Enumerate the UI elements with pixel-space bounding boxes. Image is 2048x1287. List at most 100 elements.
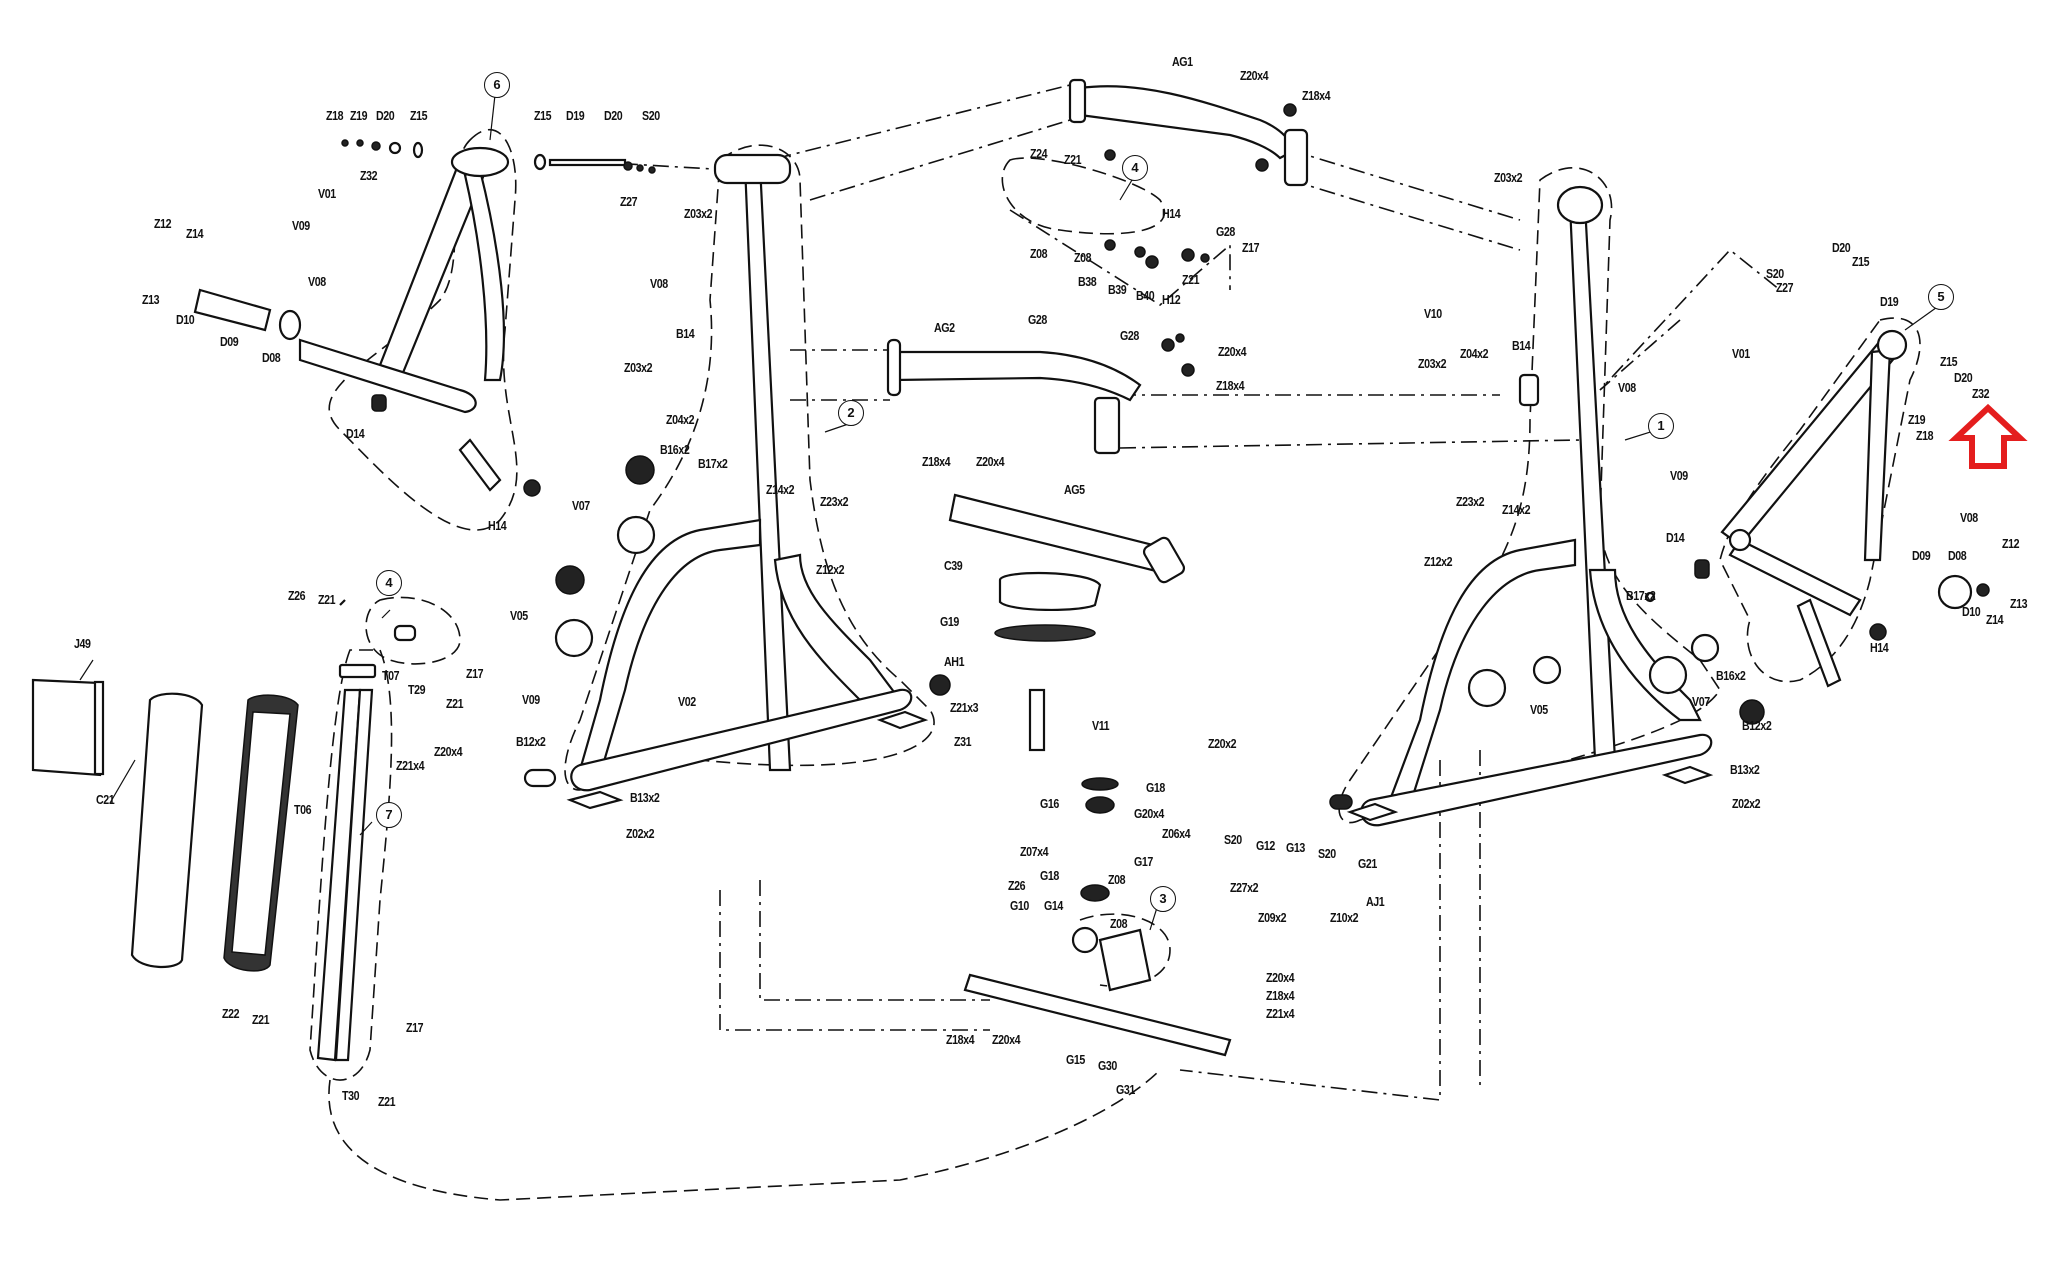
part-label-v10: V10: [1424, 306, 1442, 321]
callout-3: 3: [1150, 886, 1176, 912]
part-label-t30: T30: [342, 1088, 360, 1103]
part-label-z21: Z21: [446, 696, 464, 711]
part-label-b17x2: B17x2: [1626, 588, 1656, 603]
part-label-g31: G31: [1116, 1082, 1135, 1097]
part-label-t29: T29: [408, 682, 426, 697]
part-label-z03x2: Z03x2: [1494, 170, 1523, 185]
right-arm-assembly-5: [1694, 329, 1990, 688]
part-label-d08: D08: [262, 350, 281, 365]
part-label-z32: Z32: [1972, 386, 1990, 401]
part-label-s20: S20: [1766, 266, 1784, 281]
part-label-z08: Z08: [1108, 872, 1126, 887]
part-label-z23x2: Z23x2: [820, 494, 849, 509]
frame-2-left: [570, 153, 913, 792]
top-bar-ag1: [1068, 78, 1309, 187]
part-label-z20x4: Z20x4: [1240, 68, 1269, 83]
part-label-g15: G15: [1066, 1052, 1085, 1067]
part-label-z20x4: Z20x4: [434, 744, 463, 759]
part-label-v09: V09: [1670, 468, 1688, 483]
part-label-z08: Z08: [1030, 246, 1048, 261]
part-label-ag5: AG5: [1064, 482, 1085, 497]
part-label-g17: G17: [1134, 854, 1153, 869]
part-label-v08: V08: [1960, 510, 1978, 525]
part-label-z15: Z15: [1940, 354, 1958, 369]
part-label-v01: V01: [1732, 346, 1750, 361]
lower-bar-ag5: [948, 493, 1186, 584]
part-label-g28: G28: [1028, 312, 1047, 327]
part-label-z13: Z13: [2010, 596, 2028, 611]
part-label-z18x4: Z18x4: [1302, 88, 1331, 103]
part-label-b12x2: B12x2: [1742, 718, 1772, 733]
part-label-z19: Z19: [1908, 412, 1926, 427]
part-label-v07: V07: [572, 498, 590, 513]
part-label-ag2: AG2: [934, 320, 955, 335]
part-label-j49: J49: [74, 636, 91, 651]
part-label-d14: D14: [346, 426, 365, 441]
part-label-g28: G28: [1216, 224, 1235, 239]
middle-bar-ag2: [886, 338, 1142, 455]
part-label-z23x2: Z23x2: [1456, 494, 1485, 509]
part-label-z17: Z17: [466, 666, 484, 681]
part-label-z06x4: Z06x4: [1162, 826, 1191, 841]
part-label-b39: B39: [1108, 282, 1127, 297]
part-label-z14x2: Z14x2: [766, 482, 795, 497]
subassembly-boundaries: [309, 128, 1921, 1201]
part-label-d10: D10: [176, 312, 195, 327]
part-label-z15: Z15: [534, 108, 552, 123]
part-label-z03x2: Z03x2: [624, 360, 653, 375]
part-label-z24: Z24: [1030, 146, 1048, 161]
part-label-z10x2: Z10x2: [1330, 910, 1359, 925]
hardware-dots: [339, 103, 1765, 822]
label-leaders: [79, 94, 1941, 931]
part-label-g30: G30: [1098, 1058, 1117, 1073]
left-arm-assembly-6: [193, 146, 541, 497]
callout-2: 2: [838, 400, 864, 426]
part-label-z20x2: Z20x2: [1208, 736, 1237, 751]
part-label-b13x2: B13x2: [630, 790, 660, 805]
part-label-g19: G19: [940, 614, 959, 629]
part-label-d09: D09: [1912, 548, 1931, 563]
assembly-guide-lines: [559, 84, 1781, 1101]
part-label-z04x2: Z04x2: [1460, 346, 1489, 361]
part-label-z02x2: Z02x2: [1732, 796, 1761, 811]
part-label-z02x2: Z02x2: [626, 826, 655, 841]
part-label-ah1: AH1: [944, 654, 965, 669]
part-label-g18: G18: [1146, 780, 1165, 795]
part-label-v05: V05: [1530, 702, 1548, 717]
part-label-z21: Z21: [378, 1094, 396, 1109]
part-label-v09: V09: [292, 218, 310, 233]
part-label-d20: D20: [1954, 370, 1973, 385]
part-label-d09: D09: [220, 334, 239, 349]
part-label-v02: V02: [678, 694, 696, 709]
part-label-z20x4: Z20x4: [1266, 970, 1295, 985]
part-label-v07: V07: [1692, 694, 1710, 709]
part-label-z21: Z21: [1182, 272, 1200, 287]
callout-4: 4: [1122, 155, 1148, 181]
part-label-v01: V01: [318, 186, 336, 201]
part-label-d20: D20: [604, 108, 623, 123]
part-label-z15: Z15: [1852, 254, 1870, 269]
part-label-z07x4: Z07x4: [1020, 844, 1049, 859]
callout-5: 5: [1928, 284, 1954, 310]
part-label-z13: Z13: [142, 292, 160, 307]
part-label-g14: G14: [1044, 898, 1063, 913]
part-label-t06: T06: [294, 802, 312, 817]
part-label-s20: S20: [1224, 832, 1242, 847]
part-label-z27: Z27: [1776, 280, 1794, 295]
part-label-z14: Z14: [1986, 612, 2004, 627]
part-label-b17x2: B17x2: [698, 456, 728, 471]
part-label-h14: H14: [1870, 640, 1889, 655]
highlight-arrow: [1948, 403, 2028, 469]
part-label-v08: V08: [1618, 380, 1636, 395]
part-label-h12: H12: [1162, 292, 1181, 307]
part-label-z08: Z08: [1110, 916, 1128, 931]
callout-1: 1: [1648, 413, 1674, 439]
part-label-z12: Z12: [2002, 536, 2020, 551]
part-label-z26: Z26: [1008, 878, 1026, 893]
part-label-z03x2: Z03x2: [1418, 356, 1447, 371]
part-label-g10: G10: [1010, 898, 1029, 913]
part-label-z20x4: Z20x4: [992, 1032, 1021, 1047]
part-label-d14: D14: [1666, 530, 1685, 545]
part-label-z21x4: Z21x4: [396, 758, 425, 773]
